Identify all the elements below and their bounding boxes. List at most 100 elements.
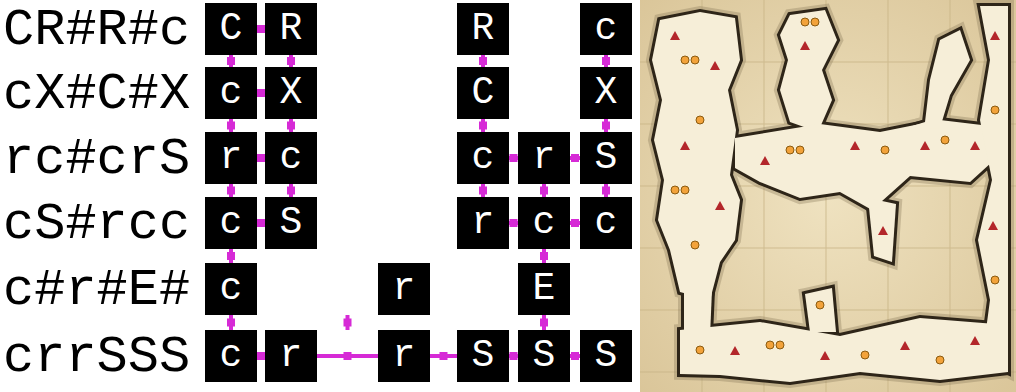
grid-cell-box: c	[580, 197, 632, 249]
cell-letter: S	[595, 337, 618, 375]
link-knot	[257, 352, 265, 360]
cell-letter: R	[472, 10, 495, 48]
map-detail	[805, 288, 836, 332]
map-detail	[920, 141, 930, 150]
cell-letter: c	[472, 139, 495, 177]
cell-link	[602, 55, 610, 67]
link-knot	[540, 319, 548, 327]
cell-link	[317, 352, 378, 360]
cell-link	[257, 25, 265, 33]
cell-letter: r	[472, 204, 495, 242]
cell-letter: r	[280, 337, 303, 375]
map-detail	[680, 318, 1008, 382]
map-detail	[978, 6, 1008, 372]
cell-letter: c	[280, 139, 303, 177]
grid-cell-box: c	[518, 197, 570, 249]
link-knot	[227, 57, 235, 65]
map-detail	[936, 356, 944, 364]
map-detail	[671, 18, 999, 364]
map-detail	[900, 341, 910, 350]
cell-link	[570, 219, 580, 227]
link-knot	[344, 319, 352, 327]
map-detail	[820, 351, 830, 360]
link-knot	[479, 187, 487, 195]
map-detail	[696, 116, 704, 124]
map-detail	[780, 10, 837, 132]
map-detail	[735, 120, 992, 210]
cell-link	[257, 89, 265, 97]
cell-link	[257, 154, 265, 162]
map-detail	[640, 0, 1016, 392]
map-detail	[991, 276, 999, 284]
grid-cell-box: r	[378, 330, 430, 382]
grid-cell-box: r	[457, 197, 509, 249]
cave-map	[640, 0, 1016, 392]
link-knot	[510, 352, 518, 360]
map-detail	[681, 56, 689, 64]
map-detail	[691, 56, 699, 64]
map-detail	[796, 146, 804, 154]
cell-letter: C	[472, 74, 495, 112]
grid-cell-box: S	[580, 330, 632, 382]
map-detail	[652, 6, 1008, 382]
link-knot	[257, 25, 265, 33]
grid-cell-box: X	[580, 67, 632, 119]
cell-letter: X	[280, 74, 303, 112]
map-detail	[680, 318, 1008, 382]
grid-cell-box: S	[457, 330, 509, 382]
link-knot	[257, 89, 265, 97]
map-detail	[868, 198, 896, 262]
cell-link	[430, 352, 457, 360]
grid-cell-box: c	[205, 67, 257, 119]
grid-cell-box: c	[205, 197, 257, 249]
map-detail	[681, 186, 689, 194]
grid-cell-box: S	[518, 330, 570, 382]
map-detail	[878, 226, 888, 235]
cell-link	[287, 55, 295, 67]
link-knot	[227, 122, 235, 130]
link-knot	[227, 187, 235, 195]
map-detail	[652, 6, 1008, 382]
grid-cell-box: S	[580, 132, 632, 184]
map-detail	[735, 120, 992, 210]
link-knot	[344, 352, 352, 360]
cell-link	[227, 315, 235, 330]
cell-link	[602, 119, 610, 132]
cell-letter: S	[280, 204, 303, 242]
map-detail	[776, 341, 784, 349]
map-detail	[941, 136, 949, 144]
grid-cell-box: r	[518, 132, 570, 184]
map-detail	[670, 31, 680, 40]
link-knot	[479, 122, 487, 130]
map-detail	[900, 30, 970, 130]
map-detail	[652, 6, 1008, 382]
cell-letter: r	[220, 139, 243, 177]
map-detail	[760, 156, 770, 165]
map-detail	[816, 301, 824, 309]
link-knot	[257, 219, 265, 227]
cell-letter: C	[220, 10, 243, 48]
grid-cell-box: r	[378, 263, 430, 315]
map-detail	[868, 198, 896, 262]
link-knot	[571, 352, 579, 360]
cell-link	[570, 154, 580, 162]
cell-link	[227, 249, 235, 263]
cell-link	[570, 352, 580, 360]
map-detail	[988, 221, 998, 230]
cell-letter: S	[472, 337, 495, 375]
cell-letter: r	[393, 270, 416, 308]
link-knot	[287, 57, 295, 65]
link-knot	[602, 57, 610, 65]
map-detail	[670, 31, 1000, 360]
grid-cell-box: R	[265, 3, 317, 55]
map-detail	[786, 146, 794, 154]
link-knot	[227, 319, 235, 327]
link-knot	[510, 154, 518, 162]
grid-cell-box: C	[457, 67, 509, 119]
cell-letter: X	[595, 74, 618, 112]
map-detail	[780, 10, 837, 132]
cell-link	[257, 352, 265, 360]
cell-link	[509, 219, 518, 227]
grid-cell-box: R	[457, 3, 509, 55]
cell-link	[344, 315, 352, 330]
